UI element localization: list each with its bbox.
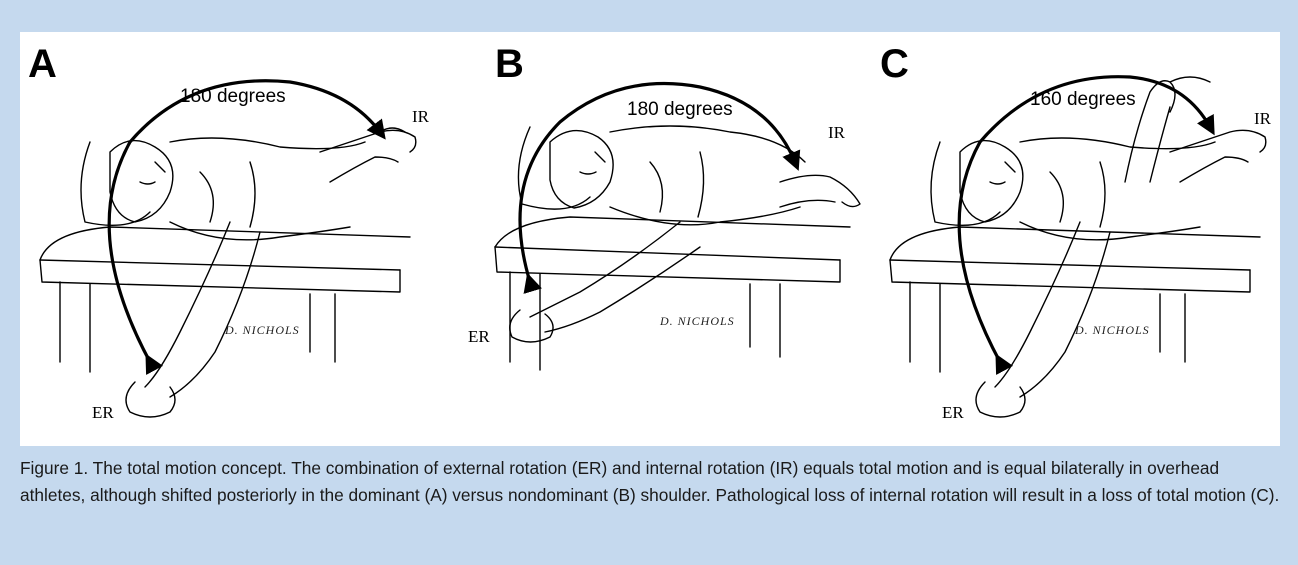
panel-a-er-label: ER <box>92 404 114 421</box>
figure-caption: Figure 1. The total motion concept. The … <box>20 455 1280 509</box>
panel-c: C 160 degrees IR ER D. NICHOLS <box>870 32 1280 446</box>
panel-a-signature: D. NICHOLS <box>225 324 300 336</box>
panel-b: B 180 degrees IR ER D. NICHOLS <box>450 32 860 446</box>
panel-b-er-label: ER <box>468 328 490 345</box>
panel-label-b: B <box>495 44 524 84</box>
panel-a-degrees: 180 degrees <box>180 87 286 106</box>
panel-label-a: A <box>28 44 57 84</box>
panel-a-ir-label: IR <box>412 108 429 125</box>
panel-c-degrees: 160 degrees <box>1030 90 1136 109</box>
figure-image-panel: A 180 degrees IR ER D. NICHOLS <box>20 32 1280 446</box>
panel-b-signature: D. NICHOLS <box>660 315 735 327</box>
panel-b-ir-label: IR <box>828 124 845 141</box>
panel-b-degrees: 180 degrees <box>627 100 733 119</box>
panel-label-c: C <box>880 44 909 84</box>
panel-c-er-label: ER <box>942 404 964 421</box>
panel-c-signature: D. NICHOLS <box>1075 324 1150 336</box>
panel-c-ir-label: IR <box>1254 110 1271 127</box>
panel-b-illustration <box>450 32 860 446</box>
panel-a: A 180 degrees IR ER D. NICHOLS <box>20 32 440 446</box>
